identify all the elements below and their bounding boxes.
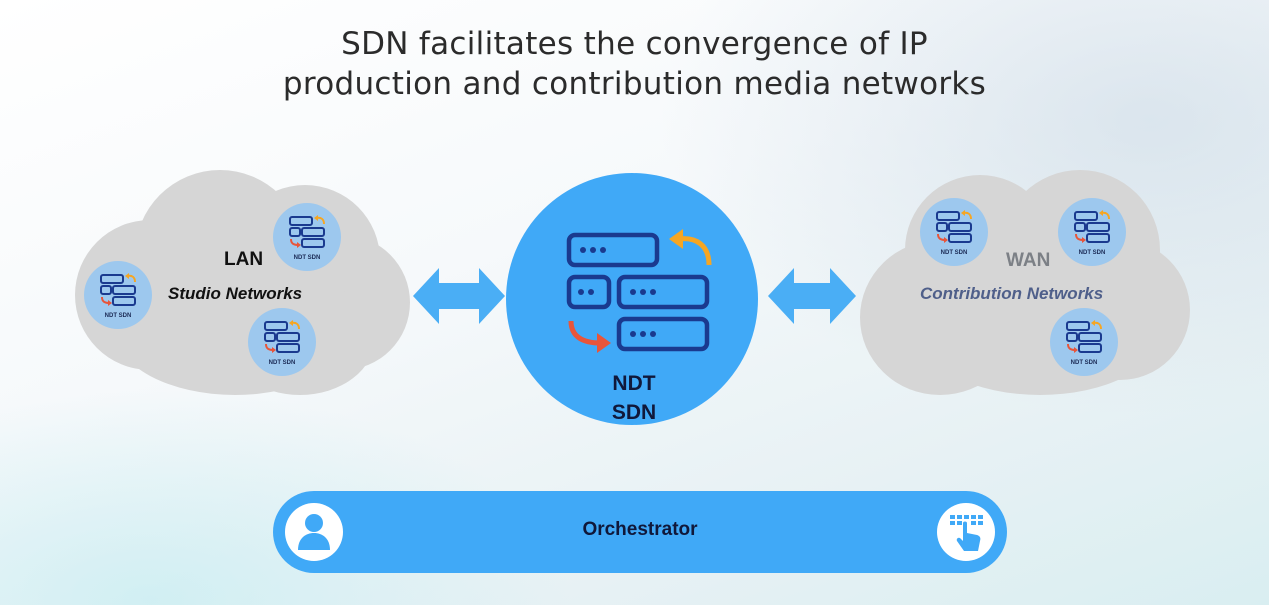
touch-keypad-icon [950,515,983,551]
node-caption: NDT SDN [293,254,321,261]
touch-keypad-icon-circle[interactable] [937,503,995,561]
user-icon [298,514,330,550]
wan-double-arrow [768,268,856,324]
center-label-ndt: NDT [612,372,656,395]
title-line-2: production and contribution media networ… [282,66,987,102]
ndt-sdn-node: NDT SDN [920,198,988,266]
center-label-sdn: SDN [611,401,657,424]
lan-sublabel: Studio Networks [168,284,303,303]
server-sync-icon [262,319,302,359]
node-caption: NDT SDN [104,312,132,319]
ndt-sdn-node: NDT SDN [1050,308,1118,376]
ndt-sdn-circle [506,173,758,425]
lan-double-arrow [413,268,505,324]
server-sync-icon [934,209,974,249]
diagram-title: SDN facilitates the convergence of IP pr… [0,24,1269,104]
node-caption: NDT SDN [1070,359,1098,366]
ndt-sdn-node: NDT SDN [273,203,341,271]
ndt-sdn-node: NDT SDN [248,308,316,376]
ndt-sdn-node: NDT SDN [84,261,152,329]
node-caption: NDT SDN [1078,249,1106,256]
wan-cloud [860,170,1200,405]
lan-label: LAN [224,249,264,270]
server-sync-icon [566,229,712,353]
server-sync-icon [1064,319,1104,359]
server-sync-icon [98,272,138,312]
title-line-1: SDN facilitates the convergence of IP [341,26,928,62]
ndt-sdn-node: NDT SDN [1058,198,1126,266]
wan-label: WAN [1006,250,1051,271]
lan-cloud [75,165,415,405]
server-sync-icon [287,214,327,254]
server-sync-icon [1072,209,1112,249]
wan-sublabel: Contribution Networks [920,284,1104,303]
node-caption: NDT SDN [268,359,296,366]
user-icon-circle[interactable] [285,503,343,561]
orchestrator-bar[interactable]: Orchestrator [273,491,1007,573]
orchestrator-label: Orchestrator [582,519,698,540]
node-caption: NDT SDN [940,249,968,256]
